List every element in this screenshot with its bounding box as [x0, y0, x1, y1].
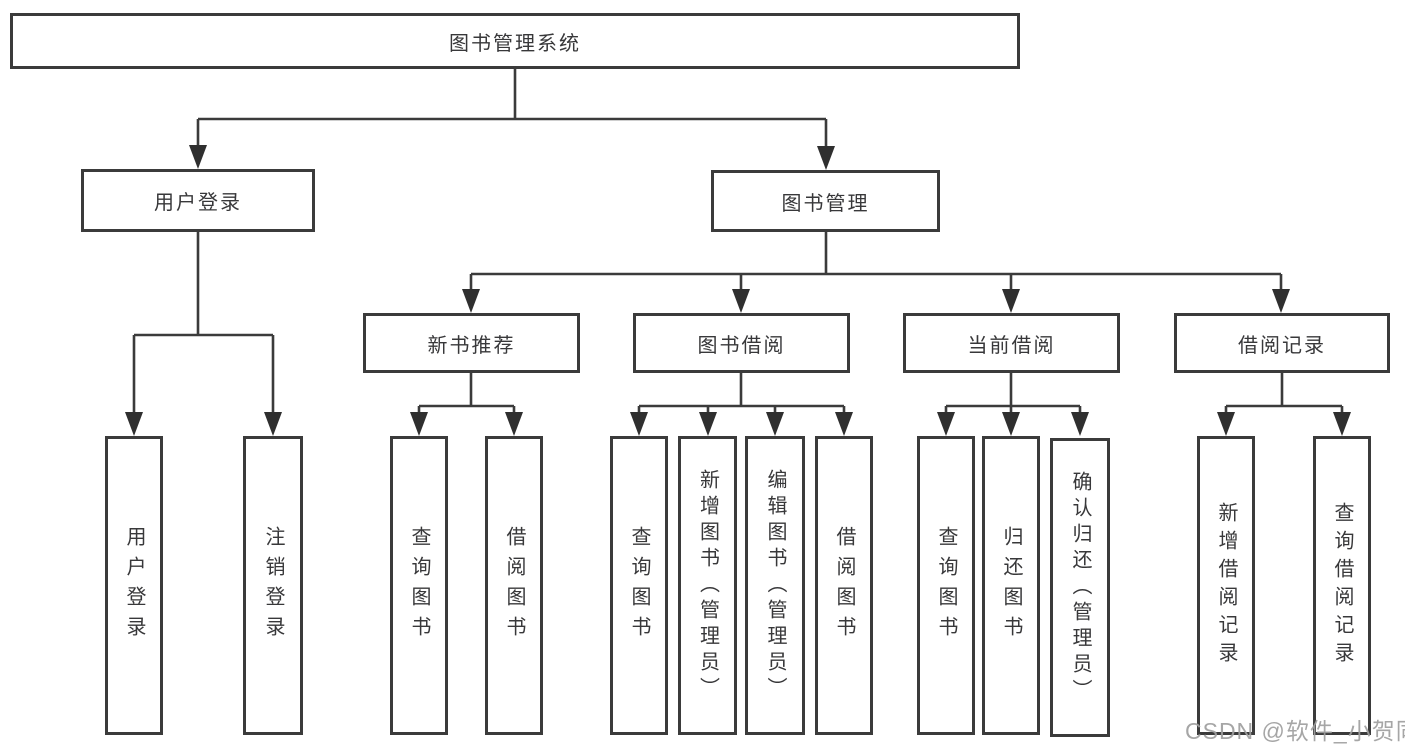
- leaf-query-books-recommend: 查询图书: [390, 436, 448, 735]
- leaf-add-books-admin: 新增图书（管理员）: [678, 436, 737, 735]
- connector-userlogin-to-leaves: [132, 232, 275, 418]
- node-book-management-label: 图书管理: [781, 192, 870, 215]
- leaf-logout-label: 注销登录: [262, 525, 284, 646]
- node-borrow-records: 借阅记录: [1174, 313, 1390, 373]
- arrowheads: [125, 145, 1351, 436]
- leaf-borrow-books-recommend: 借阅图书: [485, 436, 543, 735]
- node-current-borrow: 当前借阅: [903, 313, 1120, 373]
- leaf-user-login-label: 用户登录: [123, 525, 145, 646]
- leaf-query-books-recommend-label: 查询图书: [408, 525, 430, 646]
- leaf-query-books-borrow-label: 查询图书: [628, 525, 650, 646]
- leaf-query-books-current: 查询图书: [917, 436, 975, 735]
- leaf-query-borrow-record: 查询借阅记录: [1313, 436, 1371, 735]
- leaf-add-borrow-record: 新增借阅记录: [1197, 436, 1255, 735]
- leaf-borrow-books-borrow: 借阅图书: [815, 436, 873, 735]
- leaf-borrow-books-borrow-label: 借阅图书: [833, 525, 855, 646]
- leaf-confirm-return-admin: 确认归还（管理员）: [1050, 438, 1110, 737]
- leaf-borrow-books-recommend-label: 借阅图书: [503, 525, 525, 646]
- connector-bookmgmt-to-level3: [469, 232, 1283, 294]
- node-book-borrow: 图书借阅: [633, 313, 850, 373]
- node-library-system-label: 图书管理系统: [449, 32, 581, 55]
- node-book-management: 图书管理: [711, 170, 940, 232]
- leaf-logout: 注销登录: [243, 436, 303, 735]
- node-current-borrow-label: 当前借阅: [967, 334, 1056, 357]
- node-user-login-label: 用户登录: [154, 192, 242, 214]
- leaf-edit-books-admin-label: 编辑图书（管理员）: [764, 468, 786, 703]
- leaf-edit-books-admin: 编辑图书（管理员）: [745, 436, 805, 735]
- leaf-return-books: 归还图书: [982, 436, 1040, 735]
- leaf-user-login: 用户登录: [105, 436, 163, 735]
- leaf-query-books-borrow: 查询图书: [610, 436, 668, 735]
- connector-current-to-leaves: [944, 373, 1082, 418]
- node-new-book-recommend-label: 新书推荐: [427, 334, 516, 357]
- node-library-system: 图书管理系统: [10, 13, 1020, 69]
- csdn-watermark: CSDN @软件_小贺同学: [1185, 718, 1405, 744]
- leaf-add-books-admin-label: 新增图书（管理员）: [696, 468, 719, 703]
- node-new-book-recommend: 新书推荐: [363, 313, 580, 373]
- leaf-confirm-return-admin-label: 确认归还（管理员）: [1069, 470, 1091, 705]
- node-borrow-records-label: 借阅记录: [1238, 334, 1326, 357]
- leaf-return-books-label: 归还图书: [1000, 525, 1022, 646]
- leaf-add-borrow-record-label: 新增借阅记录: [1215, 501, 1237, 670]
- node-user-login: 用户登录: [81, 169, 315, 232]
- leaf-query-books-current-label: 查询图书: [935, 525, 957, 646]
- connector-root-to-level2: [196, 69, 828, 150]
- connector-recommend-to-leaves: [417, 373, 516, 418]
- node-book-borrow-label: 图书借阅: [697, 334, 786, 357]
- connector-records-to-leaves: [1224, 373, 1344, 418]
- connector-borrow-to-leaves: [637, 373, 846, 418]
- leaf-query-borrow-record-label: 查询借阅记录: [1331, 501, 1353, 670]
